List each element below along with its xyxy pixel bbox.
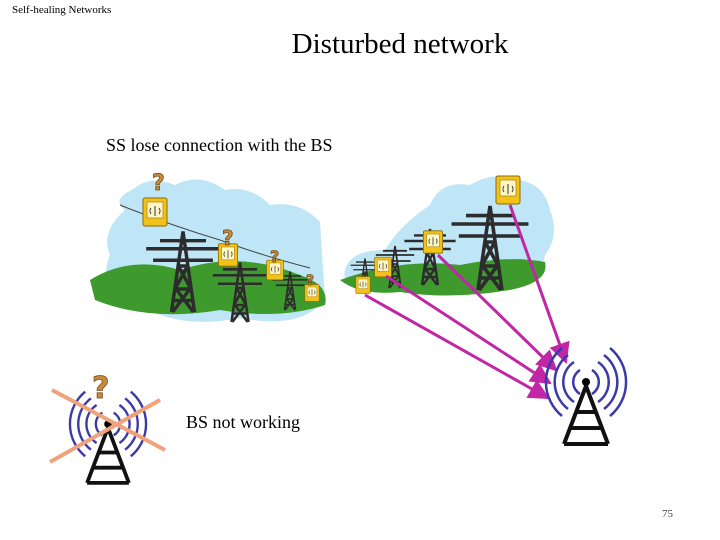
broken-cross-icon — [49, 388, 166, 464]
svg-text:?: ? — [306, 273, 314, 289]
slide-title: Disturbed network — [291, 28, 509, 60]
svg-text:?: ? — [222, 226, 234, 250]
broken-base-station: ? — [49, 371, 166, 485]
power-line-scene-right — [340, 175, 554, 296]
power-line-scene-left: ? ? ? ? — [90, 171, 326, 324]
question-mark-icon: ? ? ? ? — [152, 171, 315, 290]
question-mark-icon: ? — [92, 371, 110, 407]
slide-subtitle: SS lose connection with the BS — [106, 135, 333, 155]
link-arrows — [364, 204, 570, 400]
page-number: 75 — [662, 508, 673, 520]
slide-header: Self-healing Networks — [12, 4, 112, 16]
svg-text:?: ? — [92, 371, 109, 406]
bs-status-label: BS not working — [186, 412, 301, 432]
base-station-antenna-icon — [543, 346, 629, 446]
svg-text:?: ? — [152, 171, 165, 196]
svg-text:?: ? — [270, 247, 279, 266]
